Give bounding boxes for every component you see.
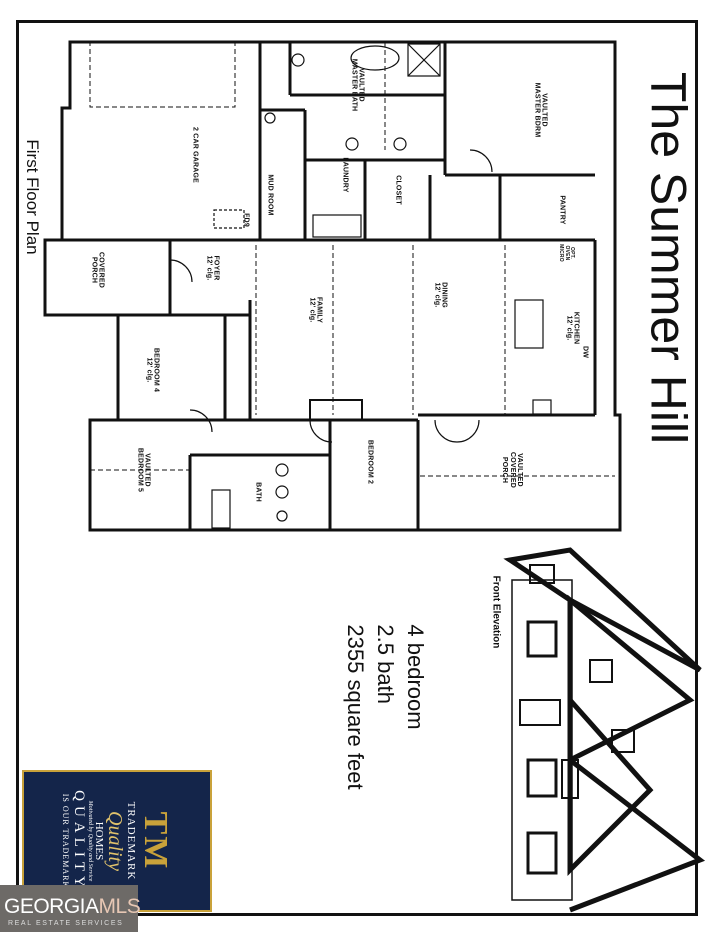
toilet: [276, 510, 288, 522]
window: [526, 758, 558, 798]
tub: [350, 45, 400, 71]
room-bedroom-2: BEDROOM 2: [366, 439, 374, 485]
room-label: 12' clg.: [205, 255, 212, 281]
room-mud-room: MUD ROOM: [266, 174, 274, 216]
square-feet: 2355 square feet: [343, 624, 368, 790]
dishwasher-label: DW: [581, 345, 589, 359]
room-label: 12' clg.: [565, 315, 572, 341]
door-swing: [309, 419, 333, 443]
room-label: VAULTED: [143, 453, 151, 487]
plan-title: The Summer Hill: [640, 71, 697, 445]
window: [589, 659, 613, 683]
room-pantry: PANTRY: [558, 195, 566, 225]
room-label: 12' clg.: [145, 357, 152, 383]
room-label: BATH: [254, 482, 262, 502]
mls-brand-b: MLS: [98, 895, 141, 918]
room-label: BEDROOM 4: [152, 347, 160, 393]
window: [561, 759, 579, 799]
room-label: DW: [581, 345, 589, 359]
bath-count: 2.5 bath: [373, 624, 398, 704]
room-label: 2 CAR GARAGE: [191, 126, 199, 184]
front-elevation-drawing: [503, 547, 706, 913]
fd-box: [213, 209, 245, 229]
mls-brand: GEORGIAMLS: [4, 895, 141, 919]
room-label: MASTER BATH: [350, 58, 357, 112]
room-label: VAULTED: [357, 68, 365, 102]
room-label: BEDROOM 5: [136, 447, 143, 493]
garage-door-outline: [89, 41, 236, 108]
washer-dryer: [312, 214, 362, 238]
range: [532, 399, 552, 415]
room-label: LAUNDRY: [341, 157, 349, 193]
room-label: FOYER: [212, 255, 220, 281]
fd-label: FD9: [242, 213, 250, 227]
toilet: [291, 53, 305, 67]
room-closet: CLOSET: [394, 175, 402, 205]
sink: [345, 137, 359, 151]
logo-mark: TM: [137, 811, 174, 871]
toilet: [264, 112, 276, 124]
bedroom-count: 4 bedroom: [403, 624, 428, 730]
room-label: PANTRY: [558, 195, 566, 225]
mls-brand-a: GEORGIA: [4, 895, 99, 918]
plan-subtitle: First Floor Plan: [22, 139, 42, 255]
door-swing: [434, 419, 480, 443]
room-label: DINING: [440, 282, 448, 308]
room-label: OVEN: [563, 245, 570, 261]
door-swing: [189, 409, 213, 433]
island: [514, 299, 544, 349]
page-border: [16, 20, 698, 916]
room-label: VAULTED: [516, 453, 524, 487]
bathtub-hall: [211, 489, 231, 529]
room-label: MUD ROOM: [266, 174, 274, 216]
room-label: KITCHEN: [572, 311, 580, 345]
room-bath: BATH: [254, 482, 262, 502]
room-label: BEDROOM 2: [366, 439, 374, 485]
room-laundry: LAUNDRY: [341, 157, 349, 193]
window: [526, 620, 558, 658]
room-label: 12' clg.: [433, 282, 440, 308]
room-label: FAMILY: [315, 296, 323, 324]
room-label: VAULTED: [540, 93, 548, 127]
shower: [407, 43, 441, 77]
window: [529, 564, 555, 584]
room-label: COVERED: [508, 451, 516, 489]
georgia-mls-watermark: GEORGIAMLS REAL ESTATE SERVICES: [0, 885, 141, 932]
room-label: MASTER BDRM: [533, 82, 540, 138]
home-stats: 4 bedroom 2.5 bath 2355 square feet: [340, 624, 430, 789]
room-label: CLOSET: [394, 175, 402, 205]
window: [611, 729, 635, 753]
room-label: PORCH: [501, 456, 509, 484]
room-label: COVERED: [97, 251, 105, 289]
mls-subtitle: REAL ESTATE SERVICES: [8, 920, 124, 927]
room-label: PORCH: [90, 256, 97, 284]
elevation-label: Front Elevation: [490, 575, 502, 649]
door: [519, 699, 561, 726]
door-swing: [469, 149, 493, 173]
room-label: FD9: [242, 213, 250, 227]
door-swing: [169, 259, 193, 283]
room-label: 12' clg.: [308, 297, 315, 323]
sink: [393, 137, 407, 151]
room-garage: 2 CAR GARAGE: [191, 126, 199, 184]
fireplace: [309, 399, 363, 421]
window: [526, 831, 558, 875]
room-label: MICRO: [558, 244, 565, 262]
